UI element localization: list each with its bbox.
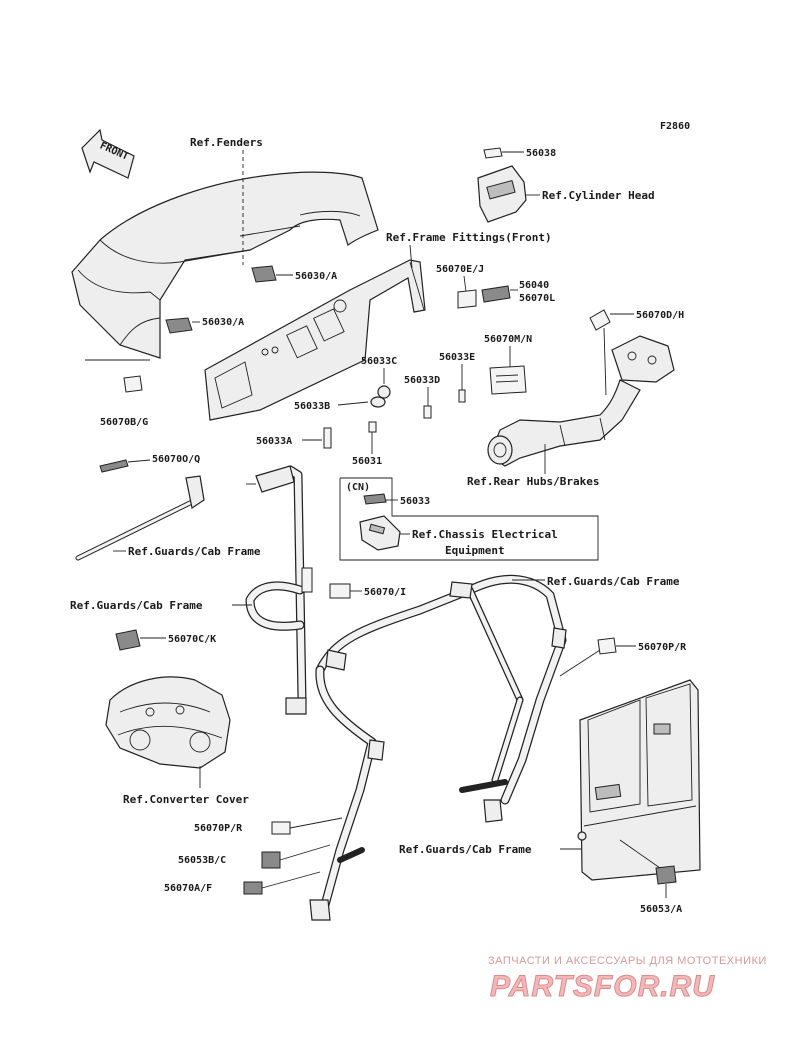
svg-text:Equipment: Equipment xyxy=(445,544,505,557)
cn-chassis-electrical-box: (CN) 56033 Ref.Chassis Electrical Equipm… xyxy=(339,477,599,561)
svg-text:56070A/F: 56070A/F xyxy=(164,883,212,894)
ref-guards-mid-label: Ref.Guards/Cab Frame xyxy=(70,599,203,612)
ref-guards-left-label: Ref.Guards/Cab Frame xyxy=(128,545,261,558)
watermark-line1: ЗАПЧАСТИ И АКСЕССУАРЫ ДЛЯ МОТОТЕХНИКИ xyxy=(488,955,767,967)
left-guard-rail: 56070O/Q Ref.Guards/Cab Frame xyxy=(75,454,261,561)
grommet-56033C xyxy=(377,385,391,399)
decal-56070CK: 56070C/K xyxy=(115,629,216,651)
svg-text:56070L: 56070L xyxy=(519,293,555,304)
rear-fender xyxy=(71,171,379,359)
svg-text:56070M/N: 56070M/N xyxy=(484,334,532,345)
decal-56053BC: 56053B/C xyxy=(178,844,331,869)
svg-text:56070D/H: 56070D/H xyxy=(636,310,684,321)
decal-56053A: 56053/A xyxy=(619,839,682,915)
cylinder-head: Ref.Cylinder Head xyxy=(477,165,655,223)
decal-56070PR-right: 56070P/R xyxy=(559,637,687,677)
decal-56030A-lower: 56030/A xyxy=(165,317,244,334)
decal-56030A-upper: 56030/A xyxy=(251,265,337,283)
figure-id: F2860 xyxy=(660,121,690,132)
front-arrow-icon: FRONT xyxy=(81,128,135,179)
part-56031: 56031 xyxy=(352,456,382,467)
part-56033A: 56033A xyxy=(256,436,292,447)
decal-56038: 56038 xyxy=(483,147,556,159)
part-56033D: 56033D xyxy=(404,375,440,386)
svg-text:56070O/Q: 56070O/Q xyxy=(152,454,200,465)
cn-label: (CN) xyxy=(346,482,370,493)
ref-guards-door-label: Ref.Guards/Cab Frame xyxy=(399,843,532,856)
svg-text:56040: 56040 xyxy=(519,280,549,291)
ref-converter-cover-label: Ref.Converter Cover xyxy=(123,793,249,806)
decal-56070AF: 56070A/F xyxy=(164,871,321,895)
svg-text:56030/A: 56030/A xyxy=(295,271,337,282)
svg-text:Ref.Chassis Electrical: Ref.Chassis Electrical xyxy=(412,528,558,541)
cab-door xyxy=(577,679,701,881)
ref-cylinder-head-label: Ref.Cylinder Head xyxy=(542,189,655,202)
grommet-56033B xyxy=(370,396,386,408)
decal-56070EJ: 56070E/J xyxy=(436,264,484,309)
rear-hub-assembly xyxy=(487,335,675,467)
part-56033E: 56033E xyxy=(439,352,475,363)
svg-text:56070/I: 56070/I xyxy=(364,587,406,598)
front-frame-panel xyxy=(204,259,426,421)
converter-cover xyxy=(105,676,231,769)
ref-frame-fittings-label: Ref.Frame Fittings(Front) xyxy=(386,231,552,244)
center-guard-bar xyxy=(245,465,313,715)
svg-text:56070P/R: 56070P/R xyxy=(194,823,243,834)
decal-56070MN: 56070M/N xyxy=(484,334,532,395)
ref-rear-hubs-label: Ref.Rear Hubs/Brakes xyxy=(467,475,599,488)
ref-fenders-label: Ref.Fenders xyxy=(190,136,263,149)
decal-56070BG: 56070B/G xyxy=(85,359,150,428)
roll-cage xyxy=(309,574,567,921)
decal-56040: 56040 56070L xyxy=(481,280,555,304)
svg-text:56070P/R: 56070P/R xyxy=(638,642,687,653)
part-56033B: 56033B xyxy=(294,401,330,412)
ref-guards-right-label: Ref.Guards/Cab Frame xyxy=(547,575,680,588)
svg-text:56070E/J: 56070E/J xyxy=(436,264,484,275)
svg-text:56033: 56033 xyxy=(400,496,430,507)
svg-text:56030/A: 56030/A xyxy=(202,317,244,328)
svg-text:56053B/C: 56053B/C xyxy=(178,855,226,866)
part-56033C: 56033C xyxy=(361,356,397,367)
svg-text:56053/A: 56053/A xyxy=(640,904,682,915)
svg-text:56070C/K: 56070C/K xyxy=(168,634,216,645)
watermark-logo: PARTSFOR.RU xyxy=(490,970,715,1003)
svg-text:56038: 56038 xyxy=(526,148,556,159)
decal-56070PR-left: 56070P/R xyxy=(194,817,343,835)
decal-56070I: 56070/I xyxy=(329,583,406,599)
svg-text:56070B/G: 56070B/G xyxy=(100,417,148,428)
decal-56070DH: 56070D/H xyxy=(589,309,684,396)
